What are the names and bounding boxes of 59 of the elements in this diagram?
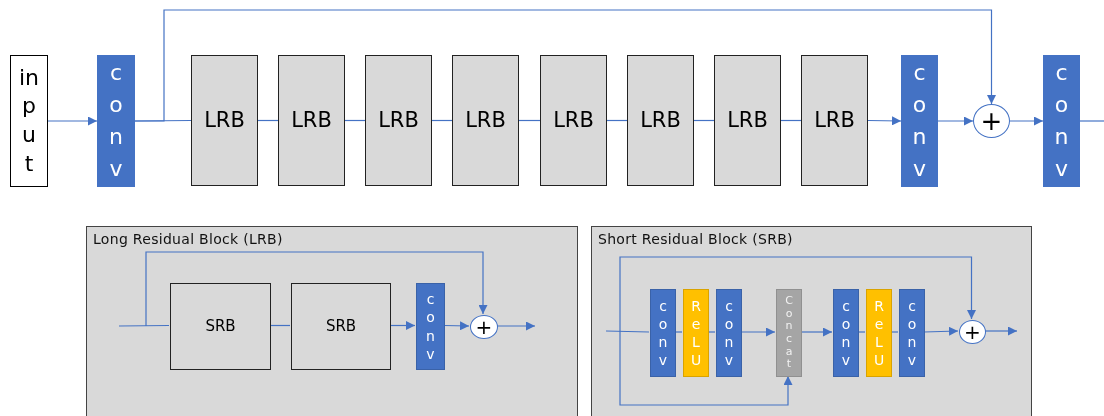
conv-layer-box: conv [899, 289, 925, 377]
lrb-block: LRB [452, 55, 519, 186]
relu-layer-box: ReLU [866, 289, 892, 377]
arrow [1009, 116, 1044, 126]
arrow [47, 116, 98, 126]
arrow [867, 116, 902, 126]
panel-title: Short Residual Block (SRB) [598, 231, 793, 247]
arrow [389, 321, 416, 330]
arrow [923, 326, 959, 336]
relu-layer-box: ReLU [683, 289, 709, 377]
conv-layer-box: conv [901, 55, 938, 187]
conv-layer-box: conv [716, 289, 742, 377]
connector-line [269, 324, 291, 327]
connector-line [693, 119, 715, 122]
arrow [443, 321, 470, 331]
connector-line [890, 331, 899, 333]
srb-block: SRB [170, 283, 271, 370]
srb-block: SRB [291, 283, 391, 370]
concat-layer-box: Concat [776, 289, 802, 377]
arrow [134, 9, 996, 122]
connector-line [431, 119, 453, 122]
lrb-block: LRB [801, 55, 868, 186]
lrb-block: LRB [627, 55, 694, 186]
panel-title: Long Residual Block (LRB) [93, 231, 283, 247]
detail-panel [591, 226, 1032, 416]
arrow [145, 251, 488, 327]
lrb-block: LRB [191, 55, 258, 186]
lrb-block: LRB [714, 55, 781, 186]
connector-line [518, 119, 541, 122]
arrow [800, 327, 833, 337]
conv-layer-box: conv [97, 55, 135, 187]
lrb-block: LRB [365, 55, 432, 186]
connector-line [118, 324, 170, 327]
conv-layer-box: conv [416, 283, 445, 370]
arrow [496, 321, 536, 331]
sum-circle: + [470, 315, 498, 339]
input-box: input [10, 55, 48, 187]
detail-panel [86, 226, 578, 416]
connector-line [674, 331, 683, 333]
conv-layer-box: conv [833, 289, 859, 377]
sum-circle: + [959, 320, 986, 344]
arrow [619, 256, 976, 332]
connector-line [257, 119, 279, 122]
arrow [937, 116, 974, 126]
arrow [740, 327, 776, 337]
connector-line [707, 331, 716, 333]
connector-line [606, 119, 628, 122]
lrb-block: LRB [540, 55, 607, 186]
connector-line [605, 330, 650, 333]
connector-line [780, 119, 802, 122]
conv-layer-box: conv [1043, 55, 1080, 187]
sum-circle: + [973, 104, 1010, 138]
conv-layer-box: conv [650, 289, 676, 377]
connector-line [344, 119, 366, 122]
connector-line [857, 331, 866, 333]
connector-line [1079, 120, 1104, 122]
lrb-block: LRB [278, 55, 345, 186]
arrow [984, 326, 1018, 336]
arrow [619, 330, 793, 406]
